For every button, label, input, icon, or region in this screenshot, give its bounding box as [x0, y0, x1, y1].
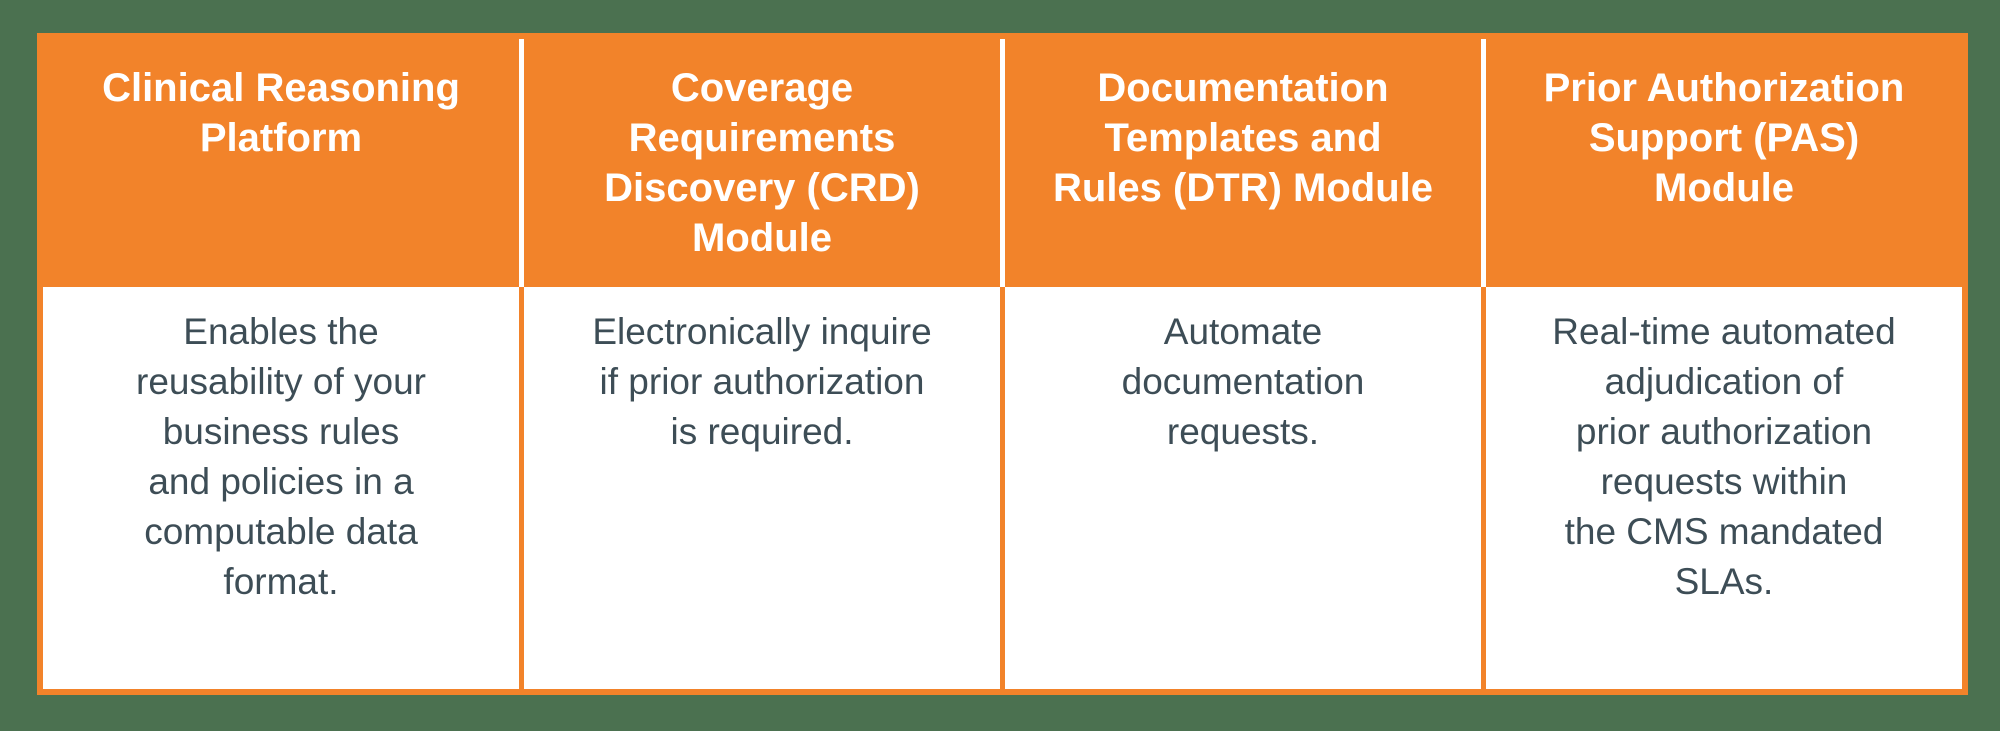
column-header-label: Coverage Requirements Discovery (CRD) Mo…	[604, 66, 920, 260]
column-description: Electronically inquire if prior authoriz…	[592, 311, 932, 452]
table-header-row: Clinical Reasoning Platform Coverage Req…	[43, 39, 1962, 287]
header-cell-clinical-reasoning-platform: Clinical Reasoning Platform	[43, 39, 524, 287]
body-cell-crd-module: Electronically inquire if prior authoriz…	[524, 287, 1005, 689]
column-description: Real-time automated adjudication of prio…	[1552, 311, 1896, 602]
column-description: Enables the reusability of your business…	[136, 311, 426, 602]
column-description: Automate documentation requests.	[1121, 311, 1365, 452]
table-body-row: Enables the reusability of your business…	[43, 287, 1962, 689]
body-cell-dtr-module: Automate documentation requests.	[1005, 287, 1486, 689]
header-cell-dtr-module: Documentation Templates and Rules (DTR) …	[1005, 39, 1486, 287]
body-cell-clinical-reasoning-platform: Enables the reusability of your business…	[43, 287, 524, 689]
body-cell-pas-module: Real-time automated adjudication of prio…	[1486, 287, 1962, 689]
column-header-label: Prior Authorization Support (PAS) Module	[1543, 66, 1905, 210]
header-cell-pas-module: Prior Authorization Support (PAS) Module	[1486, 39, 1962, 287]
column-header-label: Clinical Reasoning Platform	[102, 66, 460, 160]
column-header-label: Documentation Templates and Rules (DTR) …	[1053, 66, 1433, 210]
modules-comparison-table: Clinical Reasoning Platform Coverage Req…	[37, 33, 1968, 695]
header-cell-crd-module: Coverage Requirements Discovery (CRD) Mo…	[524, 39, 1005, 287]
